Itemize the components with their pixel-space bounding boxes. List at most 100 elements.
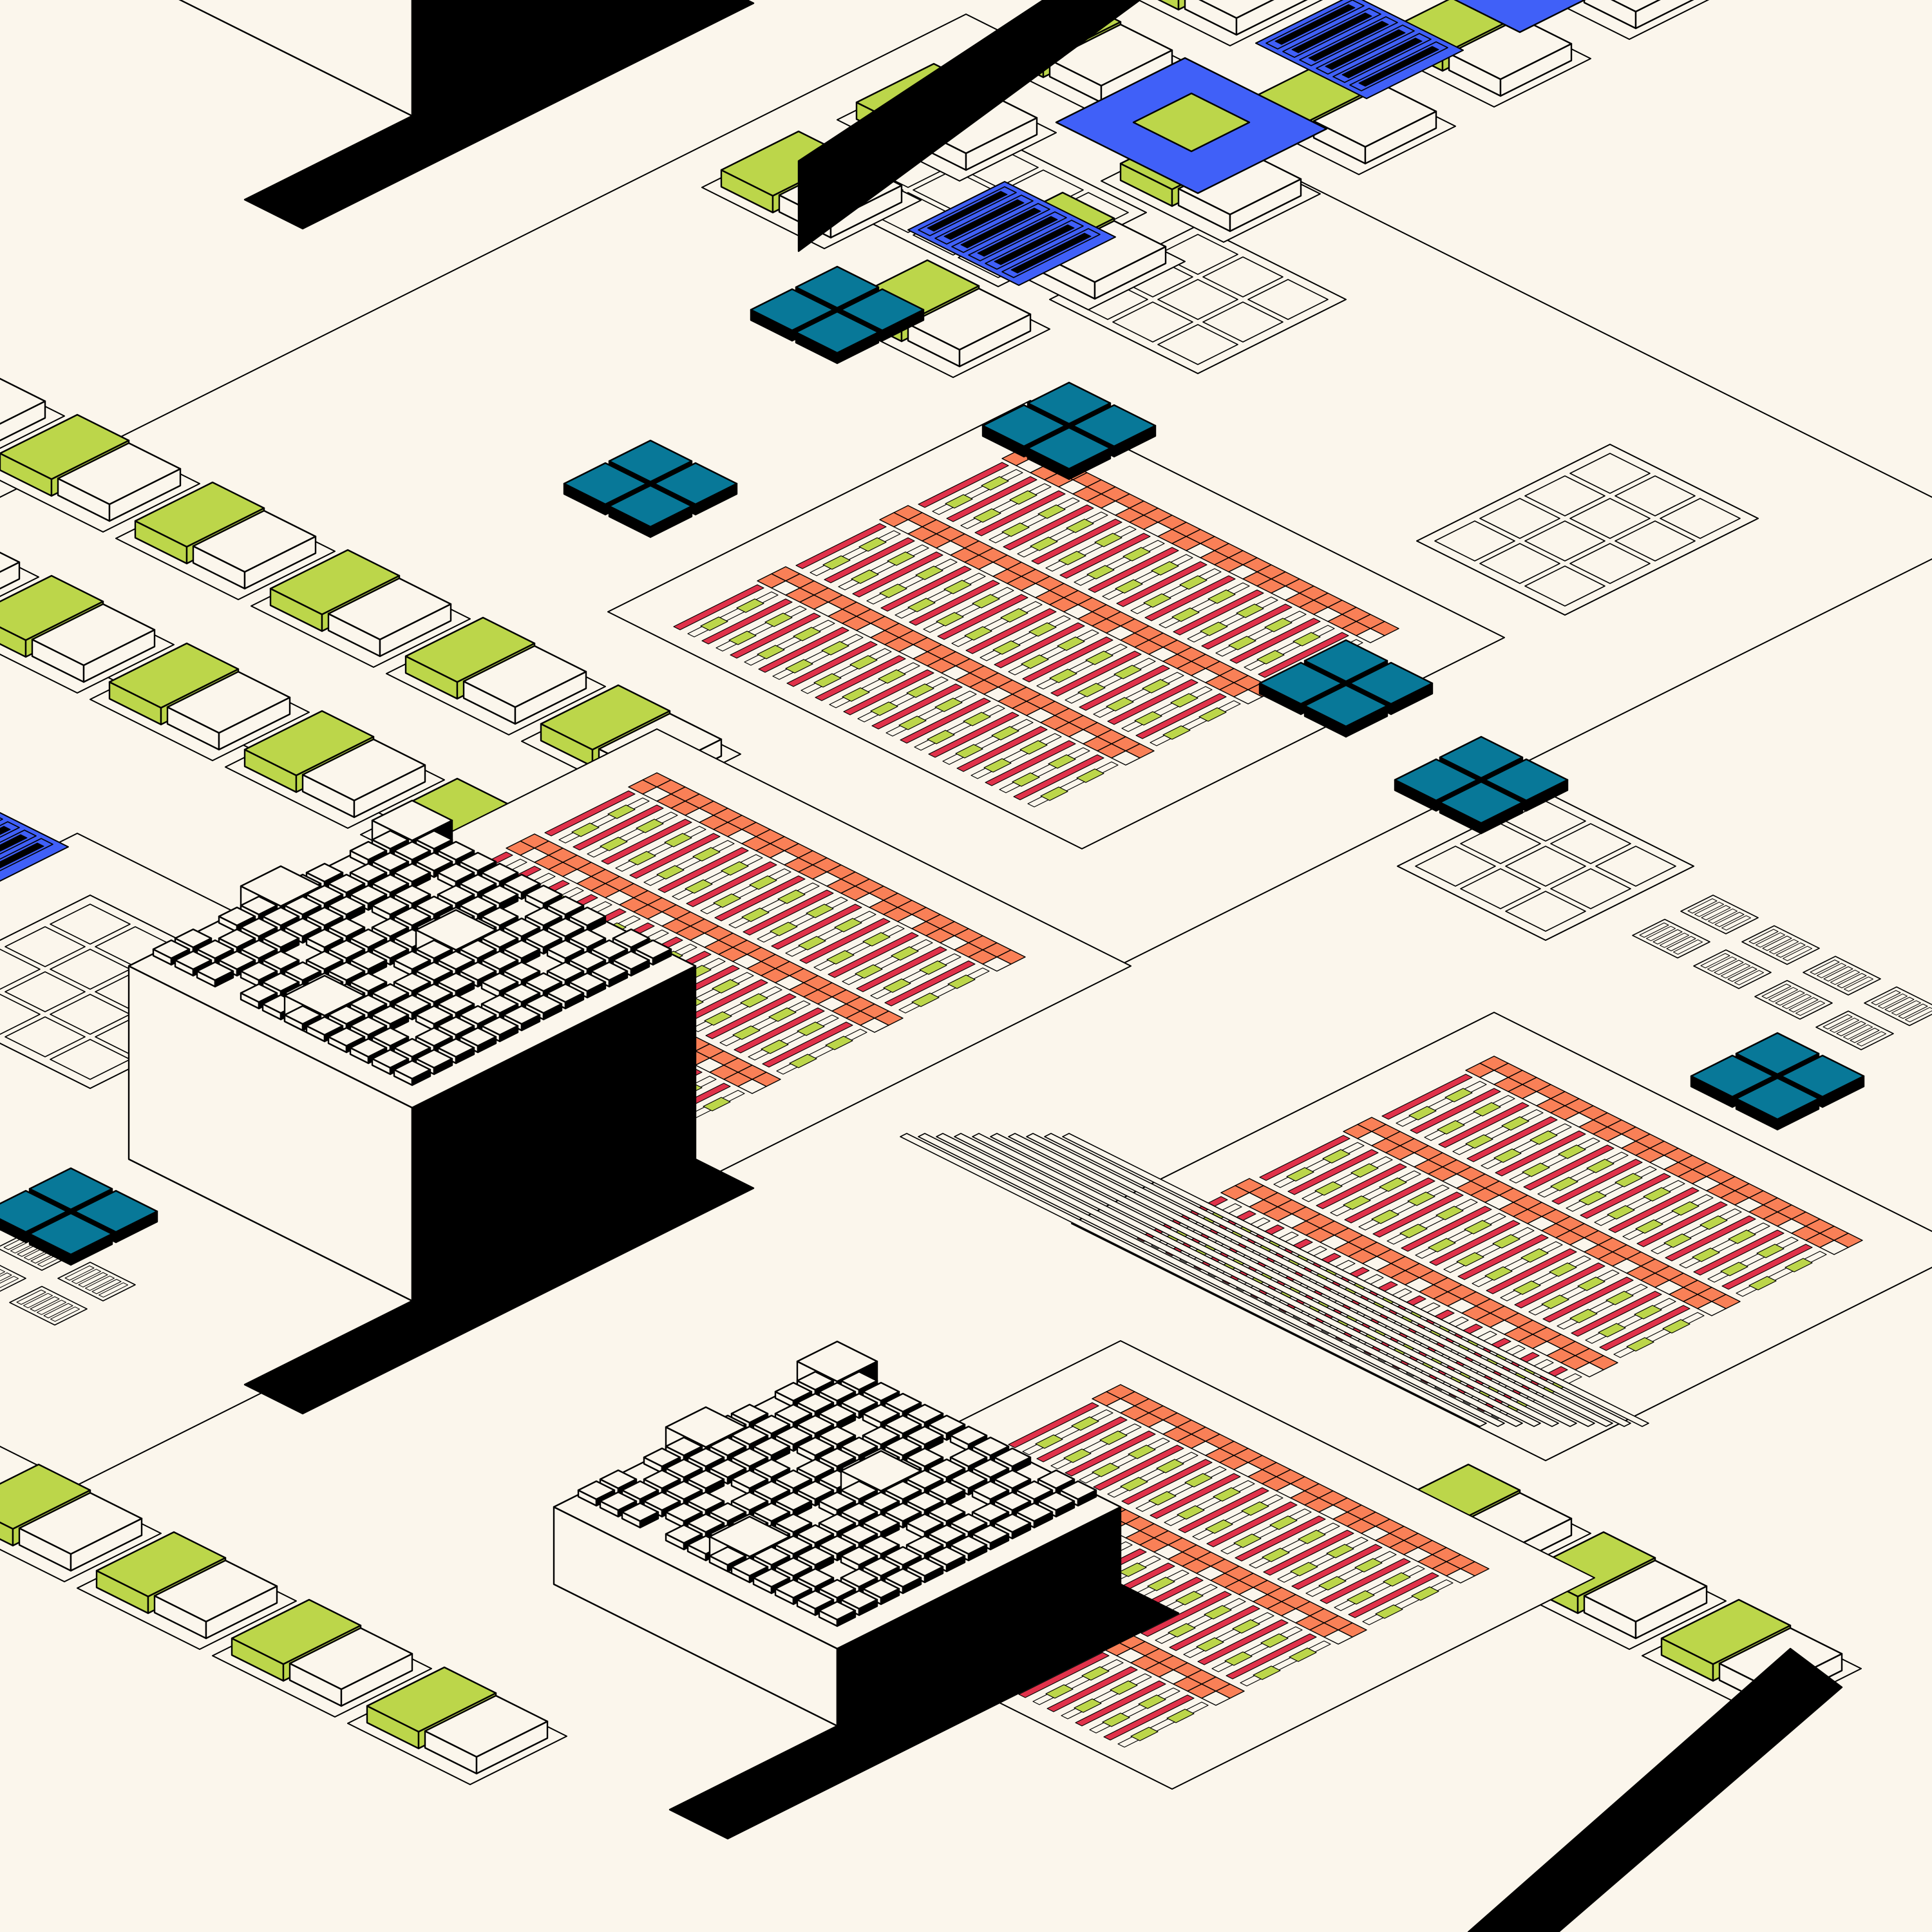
cream-tower-bottom-left-keycap-top-face (218, 906, 256, 927)
blue-bars-ur2-slot (1010, 232, 1092, 274)
block-unit-ll (0, 1463, 162, 1582)
circuit-panel-center-top-lime-pad (879, 583, 907, 598)
grid-board-far-right-cell (1595, 846, 1676, 887)
ladder-chip-left-pin (30, 1296, 60, 1312)
cream-tower-bottom-left-keycap-top-face (349, 862, 388, 883)
teal-pair-a-square-0-top-face (608, 439, 693, 483)
cream-tower-bottom-center-keycap-top-face (796, 1340, 878, 1383)
circuit-panel-lower-right-a-lime-pad (1550, 1177, 1578, 1191)
circuit-panel-center-top-lime-pad (1228, 636, 1256, 650)
cream-tower-bottom-center-keycap-top-face (730, 1447, 769, 1468)
circuit-panel-lower-right-a-lime-pad (1473, 1102, 1501, 1117)
circuit-panel-lower-right-a-lime-pad (1607, 1205, 1635, 1220)
teal-cluster-top-square-3-top-face (795, 310, 880, 354)
circuit-panel-center-top-lime-pad (858, 537, 887, 552)
cream-tower-bottom-center-keycap-top-face (862, 1535, 900, 1555)
circuit-panel-center-top-rung (937, 594, 1028, 640)
circuit-panel-lower-right-b-lime-pad (1204, 1605, 1232, 1620)
block-unit-ll-white-block-top-face (289, 1627, 413, 1690)
lead-line (990, 1133, 1577, 1427)
block-unit-ur-white-block-top-face (1198, 0, 1274, 19)
circuit-panel-lower-right-b-lime-pad (1289, 1647, 1317, 1662)
cream-tower-bottom-center-keycap-top-face (730, 1425, 769, 1446)
circuit-panel-lower-right-b-rung (1178, 1487, 1269, 1533)
cream-tower-bottom-left-keycap-top-face (415, 961, 453, 981)
circuit-panel-center-top-rung (673, 584, 764, 630)
cream-tower-bottom-left-keycap-top-face (415, 983, 453, 1003)
circuit-panel-lower-right-a-lime-pad (1435, 1206, 1464, 1220)
circuit-panel-center-top-lime-pad (870, 701, 898, 716)
circuit-panel-lower-right-a-lime-pad (1428, 1238, 1456, 1253)
teal-cluster-top-square-0-top-face (795, 265, 880, 309)
ladder-chip-right-pin (1646, 925, 1676, 942)
ladder-chip-right-pin (1761, 983, 1792, 999)
cream-tower-bottom-left-keycap-top-face (305, 950, 344, 971)
cream-tower-bottom-left-keycap-top-face (240, 917, 278, 938)
cream-tower-bottom-left-keycap-top-face (502, 1005, 541, 1025)
block-unit-ur2-white-block (907, 287, 1032, 368)
circuit-panel-center-top-rung (1003, 504, 1094, 551)
circuit-panel-center-top-lime-pad (1001, 522, 1030, 537)
cream-tower-bottom-center-keycap-top-face (1037, 1491, 1075, 1511)
circuit-panel-center-top-lime-pad (936, 612, 964, 627)
ladder-chip-right (1815, 1010, 1894, 1050)
circuit-panel-lower-right-a-lime-pad (1343, 1195, 1371, 1210)
cream-tower-bottom-center-keycap-top-face (687, 1447, 725, 1468)
cream-tower-bottom-left-keycap-top-face (371, 1048, 410, 1069)
block-unit-ll-white-block-top-face (18, 1492, 143, 1555)
grid-board-far-right-cell (1460, 868, 1541, 909)
block-unit-ul-green-block-top-face (269, 549, 401, 616)
ladder-chip-left-pin (50, 1306, 80, 1322)
cream-tower-bottom-left-keycap-top-face (240, 895, 278, 916)
cream-tower-bottom-left-keycap-top-face (174, 928, 213, 949)
circuit-panel-center-top-lime-pad (822, 555, 851, 570)
circuit-panel-lower-right-b-lime-pad (1233, 1533, 1262, 1548)
cream-tower-bottom-center-keycap-top-face (971, 1502, 1010, 1522)
cream-tower-bottom-center-keycap-top-face (840, 1589, 878, 1610)
block-unit-ul-white-block-top-face (0, 377, 46, 425)
teal-cluster-far-right-square-3 (1735, 1077, 1820, 1131)
cream-tower-bottom-left-keycap-top-face (480, 950, 519, 971)
circuit-panel-center-left-rung (743, 889, 834, 936)
cream-tower-bottom-left-keycap-top-face (415, 829, 453, 850)
cream-tower-bottom-left-keycap (437, 1037, 475, 1065)
cream-tower-bottom-left-keycap-top-face (196, 961, 234, 981)
cream-tower-bottom-center-keycap-top-face (818, 1403, 857, 1424)
cream-tower-bottom-center-keycap-top-face (643, 1491, 681, 1511)
cream-tower-bottom-left-keycap-top-face (261, 928, 300, 949)
circuit-panel-center-top-rung (1107, 679, 1198, 725)
teal-cluster-right-square-2-top-face (1394, 758, 1479, 802)
circuit-panel-lower-right-a-lime-pad (1785, 1258, 1813, 1273)
circuit-panel-lower-right-a-lime-pad (1578, 1191, 1607, 1206)
circuit-panel-lower-right-a-rung (1636, 1201, 1728, 1247)
block-unit-ul2-white-block-right-face (0, 561, 21, 590)
circuit-panel-center-top-lime-pad (1028, 622, 1057, 637)
circuit-panel-center-top-rung (928, 712, 1019, 758)
circuit-panel-center-left-rung (714, 875, 806, 922)
circuit-panel-center-left-lime-pad (806, 904, 834, 918)
circuit-panel-center-left-lime-pad (703, 1097, 731, 1112)
circuit-panel-lower-right-a-rung (1551, 1159, 1643, 1205)
cream-tower-bottom-left-keycap (305, 928, 344, 955)
cream-tower-bottom-center-keycap-top-face (949, 1425, 988, 1446)
block-unit-ur2-white-block-top-face (1312, 84, 1437, 148)
circuit-panel-lower-right-a-lime-pad (1493, 1148, 1522, 1163)
circuit-panel-center-left-lime-pad (721, 861, 749, 876)
block-unit-ll-white-block (18, 1492, 143, 1572)
cream-tower-bottom-center-keycap-top-face (862, 1425, 900, 1446)
circuit-panel-center-top-rung (900, 697, 991, 744)
teal-cluster-layer (0, 265, 1865, 1266)
cream-tower-bottom-center-keycap-top-face (687, 1491, 725, 1511)
circuit-panel-center-left-rung (658, 847, 749, 893)
cream-tower-bottom-left-keycap-top-face (349, 1037, 388, 1058)
ladder-chip-right-pin (1830, 969, 1860, 985)
circuit-panel-center-top-lime-pad (785, 659, 813, 674)
block-unit-ul-white-block-top-face (327, 577, 452, 641)
cream-tower-bottom-left-keycap-top-face (590, 961, 629, 981)
blue-bars-ur-slot (1308, 21, 1389, 62)
circuit-panel-center-top-lime-pad (907, 598, 936, 612)
circuit-panel-center-top-lime-pad (943, 580, 972, 594)
circuit-panel-center-top-lime-pad (1049, 668, 1077, 683)
circuit-panel-lower-right-a-lime-pad (1671, 1201, 1700, 1216)
lead-line (900, 1133, 1487, 1427)
